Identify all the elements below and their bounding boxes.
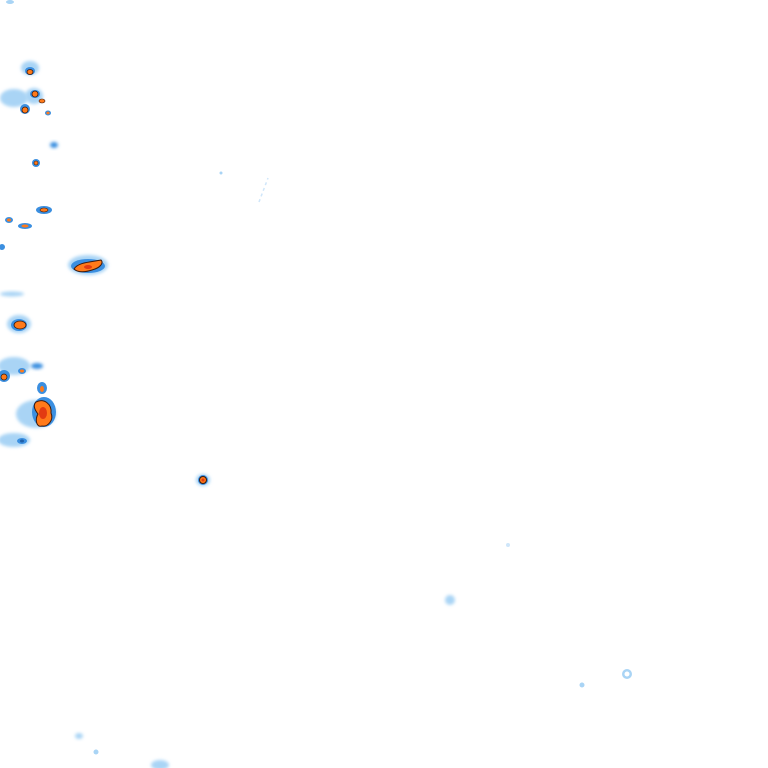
rain-cell-cluster-upper-left (0, 61, 58, 167)
rain-cell-cluster-middle-left (0, 206, 108, 333)
light-returns (6, 0, 632, 768)
rain-cell-cluster-lower-left (0, 357, 56, 447)
rain-cell-isolated-center (196, 474, 210, 486)
